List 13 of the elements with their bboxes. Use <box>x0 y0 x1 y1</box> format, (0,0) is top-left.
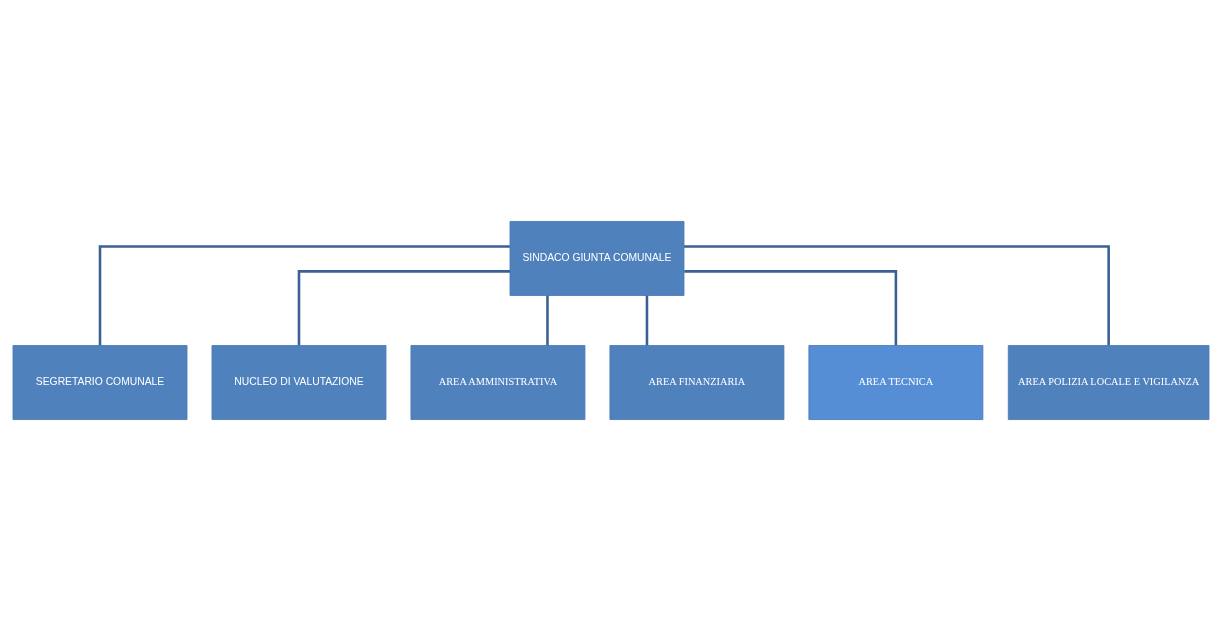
connector <box>297 270 510 346</box>
connector <box>645 295 649 346</box>
connector <box>98 245 510 346</box>
node-box: SEGRETARIO COMUNALE <box>12 345 188 420</box>
node-box: NUCLEO DI VALUTAZIONE <box>211 345 387 420</box>
node-box: AREA AMMINISTRATIVA <box>410 345 586 420</box>
node-box: AREA FINANZIARIA <box>609 345 785 420</box>
node-box: AREA POLIZIA LOCALE E VIGILANZA <box>1007 345 1210 420</box>
connector <box>546 295 549 346</box>
node-box: SINDACO GIUNTA COMUNALE <box>509 221 685 296</box>
connector <box>684 270 898 346</box>
connector <box>684 245 1110 346</box>
node-box: AREA TECNICA <box>808 345 984 420</box>
